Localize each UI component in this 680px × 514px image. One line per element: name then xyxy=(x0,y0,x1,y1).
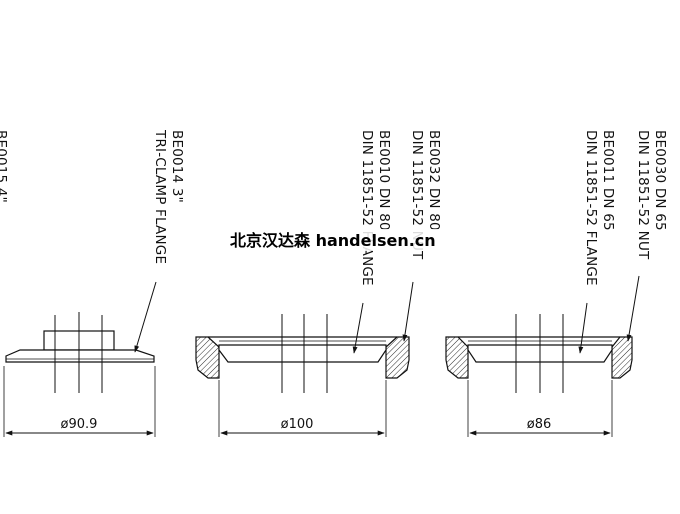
dimension-label-d3: ø86 xyxy=(527,417,552,432)
dimension-label-d2: ø100 xyxy=(281,417,314,432)
callout-be0014-line1: BE0014 3" xyxy=(169,130,185,203)
dimension-d2: ø100 xyxy=(218,380,387,437)
callout-be0030-line2: DIN 11851-52 NUT xyxy=(635,130,651,260)
leader-lines xyxy=(134,275,640,354)
part-dn80-assembly xyxy=(195,314,410,393)
dimension-d1: ø90.9 xyxy=(3,366,156,437)
callout-be0015: BE0015 4" xyxy=(0,130,9,203)
callout-be0014-line2: TRI-CLAMP FLANGE xyxy=(152,129,168,264)
flange-body xyxy=(218,344,387,363)
callout-be0030: BE0030 DN 65 DIN 11851-52 NUT xyxy=(635,130,668,260)
dimension-d3: ø86 xyxy=(467,380,613,437)
callout-be0030-line1: BE0030 DN 65 xyxy=(652,130,668,231)
callout-be0032-line1: BE0032 DN 80 xyxy=(426,130,442,231)
callout-be0010: BE0010 DN 80 DIN 11851-52 FLANGE xyxy=(359,130,392,286)
nut-right-wall-65 xyxy=(611,336,633,379)
callout-be0011: BE0011 DN 65 DIN 11851-52 FLANGE xyxy=(583,130,616,286)
callout-be0011-line1: BE0011 DN 65 xyxy=(600,130,616,231)
nut-right-wall xyxy=(385,336,410,379)
callout-be0032-line2: DIN 11851-52 NUT xyxy=(409,130,425,260)
callout-cut-left: BE0015 4" xyxy=(0,130,9,203)
callout-be0010-line1: BE0010 DN 80 xyxy=(376,130,392,231)
watermark-text: 北京汉达森 handelsen.cn xyxy=(230,231,436,250)
part-triclamp-flange xyxy=(5,312,155,393)
callout-be0010-line2: DIN 11851-52 FLANGE xyxy=(359,130,375,286)
dimension-label-d1: ø90.9 xyxy=(61,417,98,432)
watermark: 北京汉达森 handelsen.cn xyxy=(228,229,452,251)
nut-left-wall xyxy=(195,336,220,379)
callout-be0032: BE0032 DN 80 DIN 11851-52 NUT xyxy=(409,130,442,260)
callout-be0014: BE0014 3" TRI-CLAMP FLANGE xyxy=(152,129,185,264)
nut-left-wall-65 xyxy=(445,336,469,379)
flange-disc xyxy=(5,349,155,363)
part-dn65-assembly xyxy=(445,314,633,393)
callout-be0011-line2: DIN 11851-52 FLANGE xyxy=(583,130,599,286)
